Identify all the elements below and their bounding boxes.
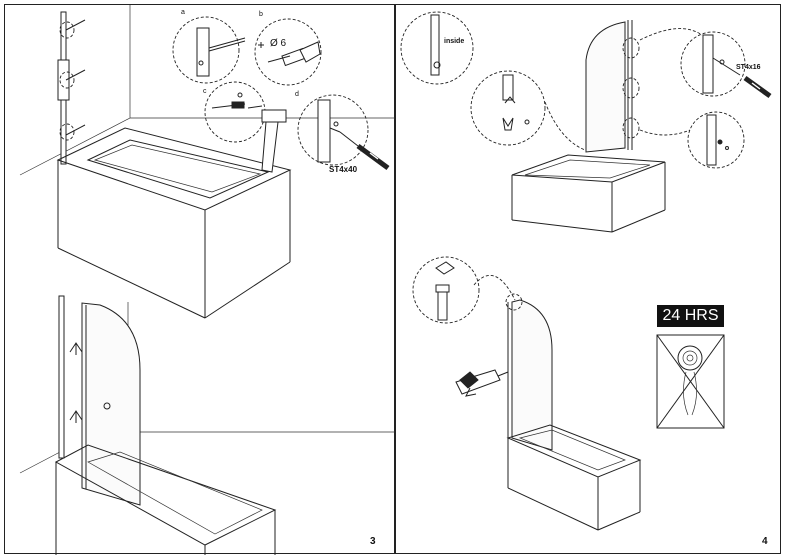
- left-page-frame: [4, 4, 395, 554]
- wall-profile-bottom: [58, 295, 83, 459]
- page-number-right: 4: [762, 536, 768, 547]
- wall-profile-top: [57, 11, 86, 165]
- bathtub-right-top: [511, 154, 666, 233]
- detail-clip: [470, 70, 546, 146]
- detail-b: [254, 18, 322, 86]
- wait-24-hours-badge: 24 HRS: [657, 305, 724, 327]
- bathtub-top: [56, 127, 292, 319]
- drill-size-label: Ø 6: [270, 38, 287, 49]
- screen-assembly-top: [544, 20, 703, 153]
- detail-inside: [400, 11, 474, 85]
- screen-assembly-bottom: [505, 293, 553, 451]
- detail-screw-bottom: [687, 111, 745, 169]
- page-number-left: 3: [370, 536, 376, 547]
- detail-c: [204, 81, 287, 173]
- detail-b-label: b: [259, 11, 263, 18]
- bathtub-bottom: [54, 444, 277, 555]
- wall-corner-bottom-left: [19, 302, 395, 474]
- inside-label: inside: [444, 38, 465, 45]
- right-page-frame: [395, 4, 781, 554]
- detail-a: [172, 16, 246, 84]
- silicone-gun: [455, 369, 509, 397]
- detail-cap: [412, 256, 516, 324]
- detail-d-label: d: [295, 91, 299, 98]
- detail-c-label: c: [203, 88, 207, 95]
- screw-label-right: ST4x16: [736, 64, 761, 71]
- bathtub-right-bottom: [506, 424, 642, 531]
- detail-a-label: a: [181, 9, 185, 16]
- screw-label-left: ST4x40: [329, 165, 358, 174]
- no-shower-icon: [656, 334, 725, 429]
- detail-d: [297, 94, 390, 171]
- detail-screw-top: [680, 31, 772, 99]
